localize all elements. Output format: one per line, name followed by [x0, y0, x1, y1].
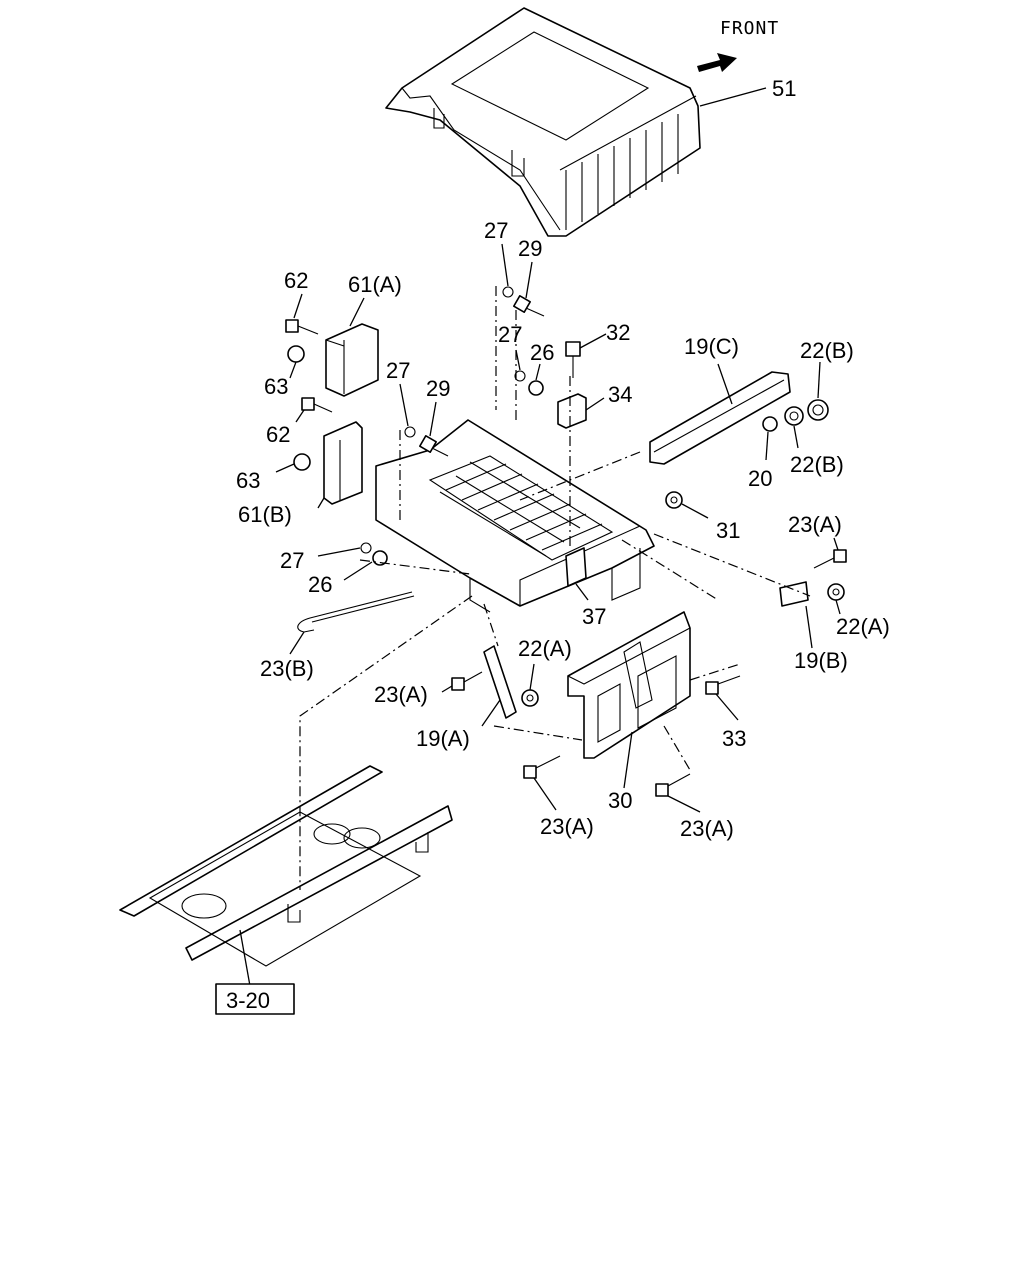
nut-31-icon: [665, 491, 683, 509]
callout-22a-right[interactable]: 22(A): [836, 614, 890, 639]
clamp-34: [557, 393, 587, 429]
callout-62-bot[interactable]: 62: [266, 422, 290, 447]
callout-19c[interactable]: 19(C): [684, 334, 739, 359]
callout-27-mid[interactable]: 27: [498, 322, 522, 347]
nut-22b-bot-icon: [784, 406, 804, 426]
callout-61b[interactable]: 61(B): [238, 502, 292, 527]
callout-29-top[interactable]: 29: [518, 236, 542, 261]
bracket-61b: [323, 421, 363, 505]
battery-cover-51: [385, 7, 701, 237]
callout-37[interactable]: 37: [582, 604, 606, 629]
callout-30[interactable]: 30: [608, 788, 632, 813]
clamp-37: [565, 547, 587, 587]
bracket-30: [567, 611, 691, 759]
callout-20[interactable]: 20: [748, 466, 772, 491]
callout-27-top[interactable]: 27: [484, 218, 508, 243]
callout-27-low[interactable]: 27: [280, 548, 304, 573]
stay-19b: [779, 581, 809, 607]
callout-61a[interactable]: 61(A): [348, 272, 402, 297]
bolt-32-icon: [565, 341, 581, 378]
battery-tray: [375, 419, 655, 613]
callout-32[interactable]: 32: [606, 320, 630, 345]
front-arrow-icon: [697, 53, 737, 72]
callout-62-top[interactable]: 62: [284, 268, 308, 293]
nut-26-low-icon: [372, 550, 388, 566]
bolt-23a-right-icon: [813, 549, 847, 569]
callout-34[interactable]: 34: [608, 382, 632, 407]
callout-26-low[interactable]: 26: [308, 572, 332, 597]
clip-27-icons: [360, 286, 526, 554]
nut-63-top-icon: [287, 345, 305, 363]
nut-22a-mid-icon: [521, 689, 539, 707]
callout-22a-mid[interactable]: 22(A): [518, 636, 572, 661]
callout-23a-left[interactable]: 23(A): [374, 682, 428, 707]
callout-23b[interactable]: 23(B): [260, 656, 314, 681]
callout-27-left[interactable]: 27: [386, 358, 410, 383]
nut-26-mid-icon: [528, 380, 544, 396]
callout-22b-bot[interactable]: 22(B): [790, 452, 844, 477]
bolt-29-left-icon: [419, 435, 449, 457]
callout-63-top[interactable]: 63: [264, 374, 288, 399]
callout-23a-bl[interactable]: 23(A): [540, 814, 594, 839]
callout-33[interactable]: 33: [722, 726, 746, 751]
callout-26-mid[interactable]: 26: [530, 340, 554, 365]
washer-20-icon: [762, 416, 778, 432]
callout-19a[interactable]: 19(A): [416, 726, 470, 751]
rail-19c: [649, 371, 791, 465]
nut-22a-right-icon: [827, 583, 845, 601]
callout-19b[interactable]: 19(B): [794, 648, 848, 673]
nut-22b-top-icon: [807, 399, 829, 421]
callout-23a-br[interactable]: 23(A): [680, 816, 734, 841]
nut-63-bot-icon: [293, 453, 311, 471]
bolt-33-icon: [705, 675, 741, 695]
rod-23b: [297, 591, 415, 633]
front-label: FRONT: [720, 18, 779, 39]
callout-31[interactable]: 31: [716, 518, 740, 543]
callout-63-bot[interactable]: 63: [236, 468, 260, 493]
bolt-29-top-icon: [513, 295, 545, 317]
ref-box-3-20[interactable]: 3-20: [215, 983, 295, 1015]
callouts: 51 27 29 62 61(A) 27 26 32 19(C) 22(B) 6…: [236, 76, 890, 841]
bracket-61a: [325, 323, 379, 397]
bolt-23a-bl-icon: [523, 755, 561, 779]
phantom-lines: [299, 286, 811, 890]
stay-19a: [483, 645, 517, 719]
bolt-62-bot-icon: [301, 397, 333, 413]
callout-51[interactable]: 51: [772, 76, 796, 101]
bolt-23a-br-icon: [655, 773, 691, 797]
ref-box-label: 3-20: [226, 988, 270, 1013]
callout-23a-right[interactable]: 23(A): [788, 512, 842, 537]
leader-lines: [239, 87, 841, 987]
callout-22b-top[interactable]: 22(B): [800, 338, 854, 363]
callout-29-left[interactable]: 29: [426, 376, 450, 401]
bolt-62-top-icon: [285, 319, 319, 335]
chassis-frame: [119, 765, 453, 967]
bolt-23a-left-icon: [451, 671, 483, 691]
